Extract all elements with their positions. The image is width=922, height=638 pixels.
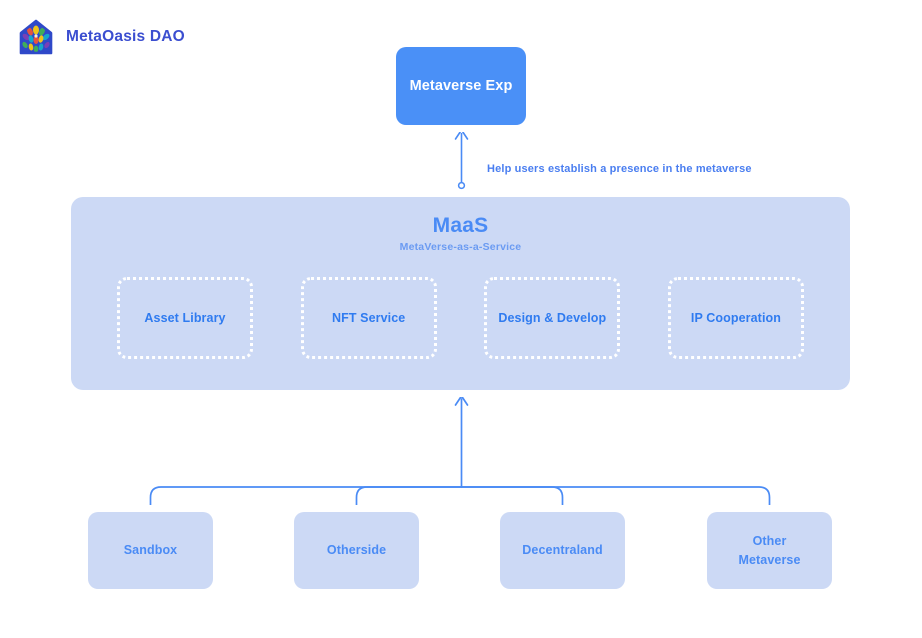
brand-header: MetaOasis DAO [18, 18, 185, 56]
brand-name: MetaOasis DAO [66, 28, 185, 45]
service-box-ip-cooperation[interactable]: IP Cooperation [667, 277, 804, 359]
service-box-label: IP Cooperation [690, 311, 781, 325]
maas-panel[interactable]: MaaS MetaVerse-as-a-Service Asset Librar… [71, 197, 850, 390]
service-box-label: NFT Service [331, 311, 406, 325]
service-box-label: Asset Library [144, 311, 226, 325]
maas-service-row: Asset Library NFT Service Design & Devel… [117, 277, 804, 359]
node-platform-sandbox[interactable]: Sandbox [88, 512, 213, 589]
node-metaverse-exp[interactable]: Metaverse Exp [396, 47, 526, 125]
edge-platforms-to-maas [149, 395, 771, 513]
maas-subtitle: MetaVerse-as-a-Service [399, 241, 522, 253]
node-platform-otherside[interactable]: Otherside [294, 512, 419, 589]
house-stained-glass-icon [18, 18, 54, 56]
node-platform-label: Sandbox [123, 543, 178, 558]
node-platform-decentraland[interactable]: Decentraland [500, 512, 625, 589]
node-platform-label: Decentraland [522, 543, 603, 558]
edge-maas-to-top [454, 129, 469, 190]
service-box-design-develop[interactable]: Design & Develop [484, 277, 621, 359]
node-platform-label: Otherside [326, 543, 387, 558]
node-metaverse-exp-label: Metaverse Exp [409, 78, 513, 94]
service-box-label: Design & Develop [498, 311, 607, 325]
service-box-nft-service[interactable]: NFT Service [300, 277, 437, 359]
service-box-asset-library[interactable]: Asset Library [117, 277, 253, 359]
maas-title: MaaS [432, 214, 489, 237]
edge-label-help-users: Help users establish a presence in the m… [487, 163, 752, 175]
